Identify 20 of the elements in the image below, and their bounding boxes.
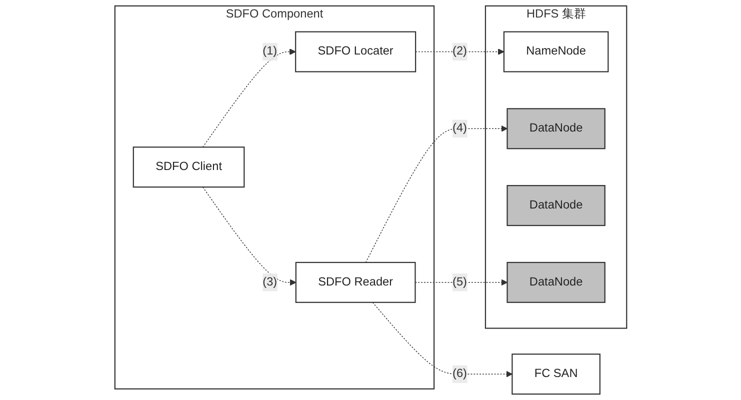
edge-label: (4) [452, 122, 467, 135]
edge-label: (6) [452, 367, 467, 380]
node-box: DataNode [506, 185, 606, 226]
node-box: SDFO Locater [294, 31, 416, 72]
edge-label: (5) [452, 276, 467, 288]
node-box: SDFO Client [132, 146, 244, 188]
arrow [365, 125, 508, 263]
arrow [202, 48, 296, 148]
node-box: DataNode [506, 108, 606, 150]
arrow [414, 279, 508, 286]
edge-label: (3) [262, 276, 277, 288]
node-box: DataNode [506, 262, 606, 303]
node-box: SDFO Reader [295, 262, 416, 303]
edge-label: (1) [262, 45, 277, 58]
arrow [372, 302, 512, 378]
node-box: NameNode [503, 31, 608, 72]
edge-label: (2) [452, 45, 467, 58]
arrow [202, 186, 296, 286]
arrow [414, 48, 504, 55]
node-box: FC SAN [511, 354, 600, 395]
